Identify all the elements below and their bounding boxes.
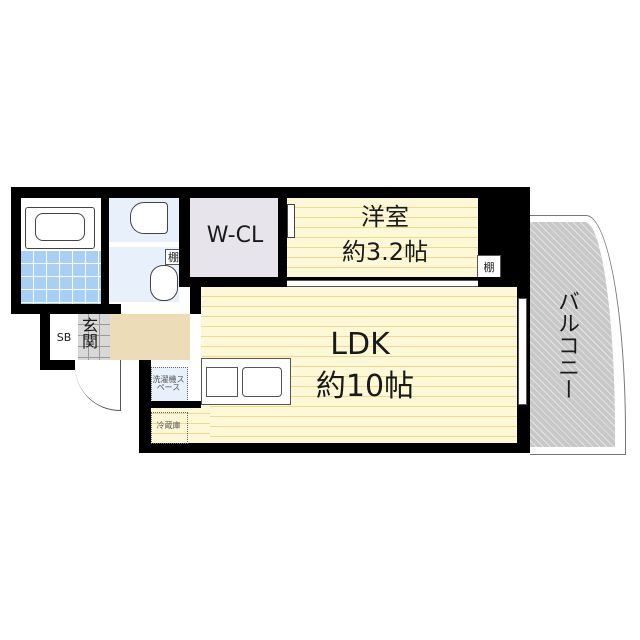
fridge-label: 冷蔵庫: [156, 421, 181, 430]
toilet-icon: [130, 202, 168, 234]
washer-wall-bottom: [139, 401, 201, 408]
ldk-size: 約10帖: [315, 369, 415, 404]
entrance-wall-bottom: [40, 360, 75, 370]
western-room-name: 洋室: [361, 203, 409, 231]
bath-wall-right: [101, 187, 109, 307]
bath-wall-bottom: [11, 304, 121, 314]
sliding-door[interactable]: [287, 280, 478, 287]
ldk-name: LDK: [330, 327, 390, 362]
washer-space: [151, 367, 188, 402]
balcony-label: バルコニー: [554, 290, 579, 400]
exterior-wall-top: [11, 187, 526, 198]
washroom-shelf: 棚: [165, 249, 182, 265]
kitchen-counter: [201, 358, 291, 405]
bath-tile-floor: [21, 251, 101, 304]
entrance-wall-left: [40, 304, 50, 370]
exterior-wall-bottom: [139, 443, 530, 453]
shoe-box-label: SB: [56, 331, 72, 344]
stove-icon: [206, 367, 238, 397]
walk-in-closet-label: W-CL: [206, 223, 264, 248]
bathtub-icon: [25, 207, 95, 249]
entrance-label: 玄関: [82, 316, 99, 351]
western-room-shelf: 棚: [477, 255, 501, 279]
balcony-floor: [530, 222, 615, 447]
wash-basin-icon: [150, 265, 178, 301]
wet-wall-right: [179, 187, 190, 287]
exterior-wall-left: [11, 187, 21, 313]
western-room-door[interactable]: [287, 204, 295, 238]
closet-wall-right: [278, 187, 287, 287]
ldk-lower-extension: [150, 404, 210, 443]
walk-in-closet: [190, 198, 278, 277]
hall-wall-right: [190, 287, 201, 314]
washer-space-label: 洗濯機スペース: [152, 375, 185, 392]
entrance-floor: [78, 314, 110, 360]
shoe-box: [50, 314, 78, 360]
western-room-size: 約3.2帖: [341, 238, 429, 266]
hall: [110, 314, 190, 360]
entrance-door[interactable]: [75, 360, 121, 411]
fridge-space: [151, 412, 188, 444]
balcony-window[interactable]: [518, 298, 527, 405]
sink-icon: [242, 367, 282, 397]
western-room: [287, 198, 478, 280]
